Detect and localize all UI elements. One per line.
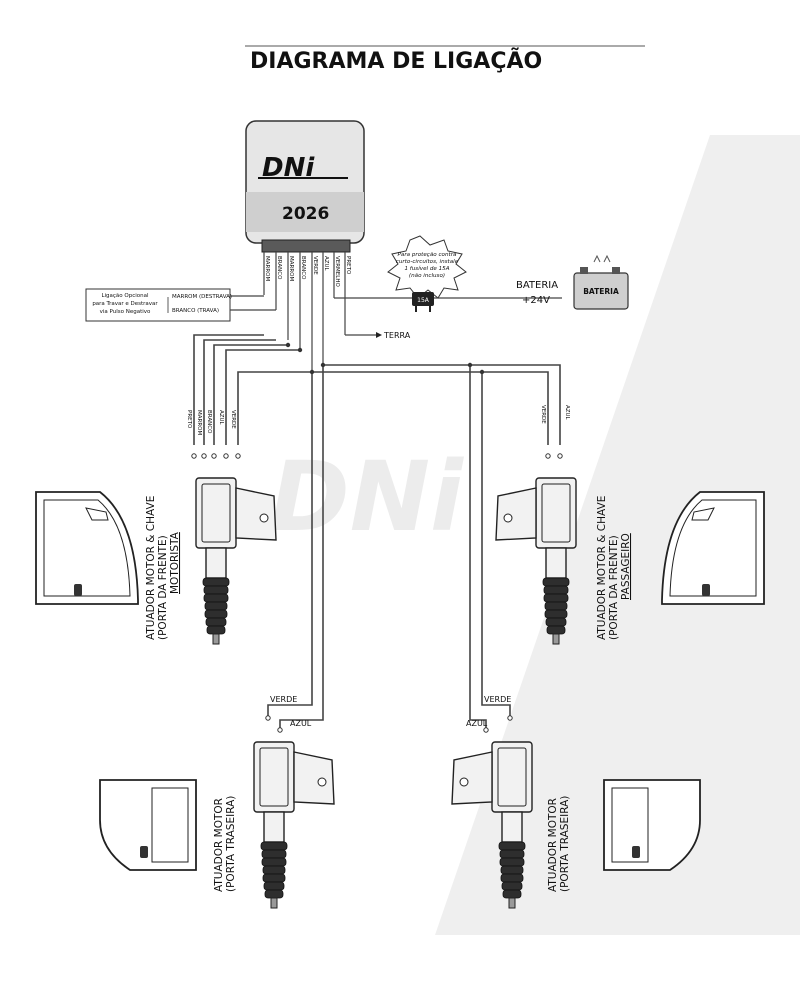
actuator-passenger: [495, 477, 577, 645]
optional-connection-box: Ligação Opcional para Travar e Destravar…: [85, 288, 276, 322]
optional-wire-2: BRANCO (TRAVA): [172, 308, 219, 314]
module-wires: [263, 252, 346, 372]
module-wire-label-1: BRANCO: [276, 256, 282, 280]
module-model: 2026: [282, 204, 329, 224]
module-wire-label-3: BRANCO: [300, 256, 306, 280]
svg-text:ATUADOR MOTOR: ATUADOR MOTOR: [213, 798, 225, 892]
rear-left-green-label: VERDE: [270, 695, 297, 704]
svg-text:(PORTA DA FRENTE): (PORTA DA FRENTE): [157, 535, 169, 640]
actuator-driver: [195, 477, 277, 645]
driver-wire-labels: PRETO MARROM BRANCO AZUL VERDE: [186, 410, 236, 435]
driver-wire-label-4: VERDE: [230, 410, 236, 429]
fuse-note-2: curto-circuitos, instale: [396, 259, 459, 265]
rear-left-blue-label: AZUL: [290, 719, 312, 728]
svg-text:(PORTA TRASEIRA): (PORTA TRASEIRA): [559, 796, 571, 892]
optional-text-2: para Travar e Destravar: [92, 301, 158, 307]
svg-text:ATUADOR MOTOR & CHAVE: ATUADOR MOTOR & CHAVE: [596, 496, 608, 640]
battery: BATERIA +24V BATERIA: [516, 254, 629, 310]
svg-text:PASSAGEIRO: PASSAGEIRO: [620, 533, 632, 600]
driver-wire-label-3: AZUL: [218, 410, 224, 426]
battery-icon-text: BATERIA: [583, 287, 619, 296]
battery-voltage: +24V: [522, 295, 550, 306]
module-wire-label-7: PRETO: [345, 256, 351, 275]
optional-wire-1: MARROM (DESTRAVA): [172, 294, 232, 300]
module-wire-label-5: AZUL: [323, 256, 329, 272]
passenger-wire-label-1: AZUL: [564, 405, 570, 421]
svg-text:(PORTA TRASEIRA): (PORTA TRASEIRA): [225, 796, 237, 892]
rear-left-actuator-label: ATUADOR MOTOR (PORTA TRASEIRA): [213, 796, 237, 892]
module-wire-label-4: VERDE: [312, 256, 318, 275]
optional-text-3: via Pulso Negativo: [100, 309, 151, 315]
door-rear-left: [99, 779, 197, 871]
fuse-note-4: (não incluso): [409, 273, 445, 279]
module-wire-label-6: VERMELHO: [334, 256, 340, 287]
driver-harness: [193, 334, 561, 445]
background-stripe: [435, 135, 800, 935]
battery-label: BATERIA: [516, 280, 558, 291]
ground: TERRA: [345, 331, 411, 340]
passenger-wire-label-0: VERDE: [540, 405, 546, 424]
fuse: 15A: [412, 292, 434, 312]
ground-label: TERRA: [383, 331, 411, 340]
passenger-wire-labels: VERDE AZUL: [540, 405, 570, 424]
rear-right-green-label: VERDE: [484, 695, 511, 704]
driver-wire-label-0: PRETO: [186, 410, 192, 429]
module-wire-labels: MARROM BRANCO MARROM BRANCO VERDE AZUL VERMELH…: [264, 256, 351, 287]
rear-harness: [267, 365, 511, 730]
rear-right-actuator-label: ATUADOR MOTOR (PORTA TRASEIRA): [547, 796, 571, 892]
fuse-note-3: 1 fusível de 15A: [404, 265, 449, 272]
svg-text:ATUADOR MOTOR & CHAVE: ATUADOR MOTOR & CHAVE: [145, 496, 157, 640]
fuse-note-1: Para proteção contra: [398, 252, 457, 258]
svg-text:MOTORISTA: MOTORISTA: [169, 531, 181, 594]
svg-text:(PORTA DA FRENTE): (PORTA DA FRENTE): [608, 535, 620, 640]
fuse-rating: 15A: [417, 297, 430, 304]
driver-wire-label-1: MARROM: [196, 410, 202, 435]
control-module: DNi 2026: [245, 120, 365, 253]
connector-pins: [191, 453, 563, 733]
module-wire-label-0: MARROM: [264, 256, 270, 281]
fuse-note: Para proteção contra curto-circuitos, in…: [387, 235, 467, 299]
door-front-left: [35, 491, 139, 605]
door-front-right: [661, 491, 765, 605]
actuator-rear-left: [253, 741, 335, 909]
door-rear-right: [603, 779, 701, 871]
passenger-actuator-label: ATUADOR MOTOR & CHAVE (PORTA DA FRENTE) …: [596, 496, 632, 640]
watermark-logo: DNi: [270, 441, 464, 553]
module-wire-label-2: MARROM: [288, 256, 294, 281]
driver-wire-label-2: BRANCO: [206, 410, 212, 434]
junction-dots: [285, 342, 485, 375]
rear-right-blue-label: AZUL: [466, 719, 488, 728]
page-title: DIAGRAMA DE LIGAÇÃO: [250, 48, 542, 74]
svg-text:ATUADOR MOTOR: ATUADOR MOTOR: [547, 798, 559, 892]
driver-actuator-label: ATUADOR MOTOR & CHAVE (PORTA DA FRENTE) …: [145, 496, 181, 640]
optional-text-1: Ligação Opcional: [101, 293, 149, 299]
